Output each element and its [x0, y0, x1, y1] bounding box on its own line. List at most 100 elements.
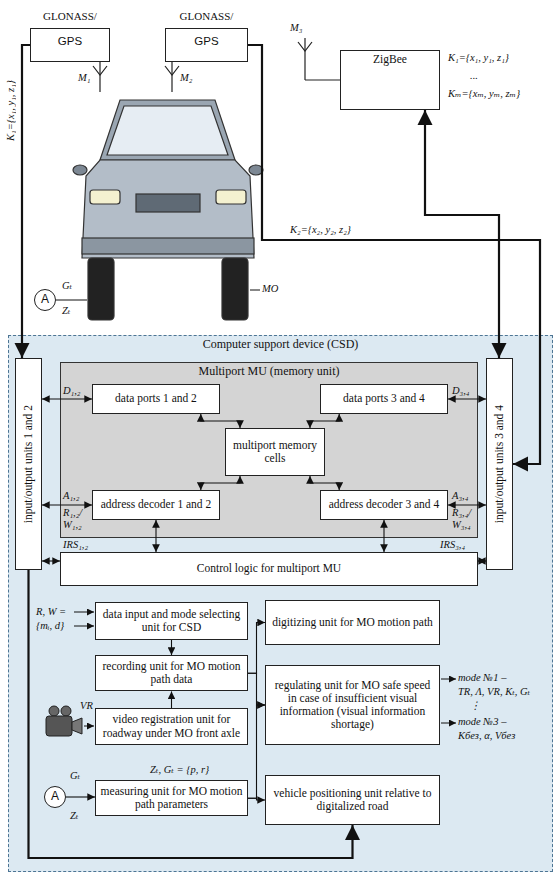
decoder-box: address decoder 3 and 4	[320, 490, 448, 520]
connector	[448, 504, 486, 505]
connector	[248, 45, 540, 464]
node-text: input/output units 3 and 4	[493, 405, 506, 523]
output-arrow	[441, 723, 456, 724]
label-text: D₁,₂	[63, 385, 81, 397]
camera-body	[46, 716, 72, 736]
memory-box: multiport memory cells	[225, 428, 325, 476]
node-text: video registration unit for roadway unde…	[100, 713, 243, 739]
memory-unit: Multiport MU (memory unit)data ports 1 a…	[60, 362, 478, 538]
gps-receiver: GLONASS/GPS	[30, 28, 110, 62]
label-text: ...	[470, 70, 478, 82]
node-text: data ports 1 and 2	[115, 392, 197, 405]
connector	[66, 796, 95, 797]
connector	[248, 623, 265, 674]
connector	[448, 398, 486, 399]
leader-line	[250, 290, 260, 291]
process-box: vehicle positioning unit relative to dig…	[265, 775, 440, 825]
node-text: regulating unit for MO safe speed in cas…	[270, 679, 435, 732]
node-text: A	[51, 790, 59, 804]
label-text: R, W =	[36, 606, 66, 618]
antenna-mast	[171, 62, 172, 92]
label-text: A₃,₄	[452, 490, 468, 502]
windshield	[107, 106, 228, 155]
node-text: data ports 3 and 4	[343, 392, 425, 405]
label-text: M₂	[180, 72, 192, 84]
sensor-circle: A	[34, 289, 56, 311]
node-text: GPS	[31, 35, 109, 48]
node-text: Control logic for multiport MU	[197, 562, 341, 575]
label-text: Gₜ	[62, 280, 72, 292]
node-text: ZigBee	[373, 53, 407, 66]
node-text: measuring unit for MO motion path parame…	[100, 785, 243, 811]
car-body	[82, 160, 254, 258]
zigbee-module: ZigBee	[340, 50, 440, 110]
sensor-wire	[56, 300, 87, 301]
label-text: A₁,₂	[63, 490, 79, 502]
connector	[248, 673, 265, 705]
label-text: MO	[262, 283, 278, 295]
label-text: K₂={x₂, y₂, z₂}	[290, 224, 351, 236]
connector	[248, 705, 265, 798]
bumper	[82, 238, 254, 254]
label-text: Zₜ	[62, 305, 70, 317]
camera-reel	[61, 706, 71, 716]
node-text: input/output units 1 and 2	[22, 405, 35, 523]
connector	[42, 560, 60, 561]
connector	[155, 520, 156, 552]
process-box: data input and mode selecting unit for C…	[95, 602, 248, 640]
node-text: address decoder 1 and 2	[101, 498, 212, 511]
node-text: data input and mode selecting unit for C…	[100, 608, 243, 634]
label-text: VR	[80, 700, 93, 712]
label-text: K₁={x₁, y₁, z₁}	[448, 52, 509, 64]
connector	[171, 691, 172, 708]
label-text: W₁,₂	[63, 519, 82, 531]
label-text: ⋮	[470, 700, 481, 712]
label-text: R₁,₂/	[63, 507, 82, 519]
label-text: mode №1 –	[458, 672, 506, 684]
input-arrow	[74, 612, 94, 613]
camera	[46, 706, 82, 736]
connector	[42, 504, 92, 505]
wheel	[88, 258, 114, 320]
camera-lens	[72, 718, 82, 734]
control-box: Control logic for multiport MU	[60, 552, 478, 586]
connector	[248, 798, 265, 800]
process-box: regulating unit for MO safe speed in cas…	[265, 665, 440, 745]
mirror	[249, 165, 263, 175]
headlight	[216, 190, 246, 204]
connector	[22, 45, 30, 358]
connector	[310, 476, 339, 490]
process-box: video registration unit for roadway unde…	[95, 708, 248, 745]
node-text: multiport memory cells	[230, 439, 320, 465]
label-text: mode №3 –	[458, 716, 506, 728]
connector	[478, 560, 486, 561]
antenna-wire	[305, 79, 340, 80]
car	[73, 100, 263, 320]
label-text: D₃,₄	[452, 385, 470, 397]
device-panel: Computer support device (CSD)input/outpu…	[8, 335, 553, 872]
process-box: measuring unit for MO motion path parame…	[95, 780, 248, 816]
label-text: {mᵢ, d}	[36, 620, 64, 632]
node-text: address decoder 3 and 4	[329, 498, 440, 511]
connector	[42, 398, 92, 399]
antenna-mast	[99, 62, 100, 92]
leaders	[56, 290, 456, 726]
decoder-box: address decoder 1 and 2	[92, 490, 220, 520]
label-text: W₃,₄	[452, 519, 471, 531]
label-text: TR, Λ, VR, Kₜ, Gₜ	[458, 686, 530, 698]
antenna-symbol	[93, 66, 107, 75]
label-text: R₃,₄/	[452, 507, 471, 519]
sensor-circle: A	[44, 786, 66, 808]
node-text: digitizing unit for MO motion path	[272, 616, 433, 629]
label-text: M₃	[290, 22, 302, 34]
node-text: A	[41, 293, 49, 307]
label-text: Kбез, α, Vбез	[458, 730, 515, 742]
label-text: IRS₁,₂	[63, 539, 88, 551]
label-text: Kₘ={xₘ, yₘ, zₘ}	[448, 88, 520, 100]
label-text: Gₜ	[70, 770, 80, 782]
label-text: K₁={x₁, y₁, z₁}	[5, 80, 17, 141]
